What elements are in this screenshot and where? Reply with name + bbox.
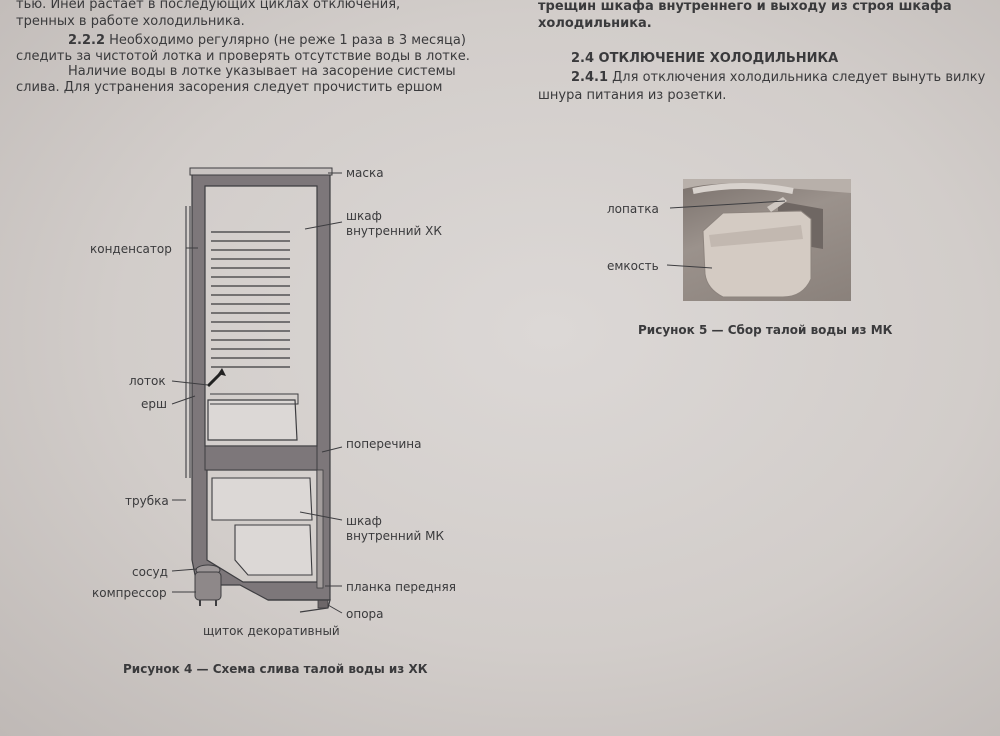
paragraph-2-2-2: 2.2.2 Необходимо регулярно (не реже 1 ра… [68, 31, 466, 50]
paragraph-number: 2.4.1 [571, 70, 609, 85]
label-planka: планка передняя [346, 580, 456, 594]
label-emkost: емкость [607, 259, 659, 273]
left-line-3: следить за чистотой лотка и проверять от… [16, 49, 470, 64]
right-line-0: трещин шкафа внутреннего и выходу из стр… [538, 0, 952, 14]
decorative-shield [268, 599, 331, 613]
label-ersh: ерш [141, 397, 167, 411]
freezer-drawer-1 [211, 477, 313, 521]
label-lopatka: лопатка [607, 202, 659, 216]
left-line-4: Наличие воды в лотке указывает на засоре… [68, 64, 456, 79]
label-sosud: сосуд [132, 565, 168, 579]
crossbar [204, 445, 318, 471]
label-shkaf-xk: шкаф [346, 209, 382, 223]
right-line-1: холодильника. [538, 16, 652, 31]
paragraph-text: Для отключения холодильника следует выну… [608, 70, 986, 85]
crisper-drawer-xk [207, 399, 298, 441]
label-shkaf-mk-line2: внутренний МК [346, 529, 444, 543]
right-line-4: шнура питания из розетки. [538, 88, 727, 103]
label-kompressor: компрессор [92, 586, 167, 600]
label-shkaf-mk: шкаф [346, 514, 382, 528]
left-line-5: слива. Для устранения засорения следует … [16, 80, 443, 95]
label-maska: маска [346, 166, 384, 180]
label-kondensator: конденсатор [90, 242, 172, 256]
freezer-tray-photo [683, 179, 851, 301]
left-line-0: тью. Иней растает в последующих циклах о… [16, 0, 401, 12]
section-heading-2-4: 2.4 ОТКЛЮЧЕНИЕ ХОЛОДИЛЬНИКА [571, 51, 839, 66]
evaporator-coils [211, 231, 290, 368]
label-shchitok: щиток декоративный [203, 624, 340, 638]
freezer-drawer-2 [234, 524, 313, 576]
paragraph-2-4-1: 2.4.1 Для отключения холодильника следуе… [571, 68, 985, 87]
label-trubka: трубка [125, 494, 169, 508]
label-lotok: лоток [129, 374, 166, 388]
compressor [194, 571, 222, 601]
label-shkaf-xk-line2: внутренний ХК [346, 224, 442, 238]
figure-5-caption: Рисунок 5 — Сбор талой воды из МК [638, 323, 893, 337]
container-shape [702, 210, 812, 298]
front-plank [316, 469, 324, 589]
paragraph-number: 2.2.2 [68, 33, 106, 48]
support-foot [317, 599, 329, 609]
paragraph-text: Необходимо регулярно (не реже 1 раза в 3… [105, 33, 466, 48]
top-mask [189, 167, 333, 176]
figure-4-caption: Рисунок 4 — Схема слива талой воды из ХК [123, 662, 428, 676]
leader-lines [171, 172, 343, 614]
left-line-1: тренных в работе холодильника. [16, 14, 245, 29]
label-opora: опора [346, 607, 384, 621]
label-poperechina: поперечина [346, 437, 422, 451]
photo-shapes [683, 179, 851, 298]
